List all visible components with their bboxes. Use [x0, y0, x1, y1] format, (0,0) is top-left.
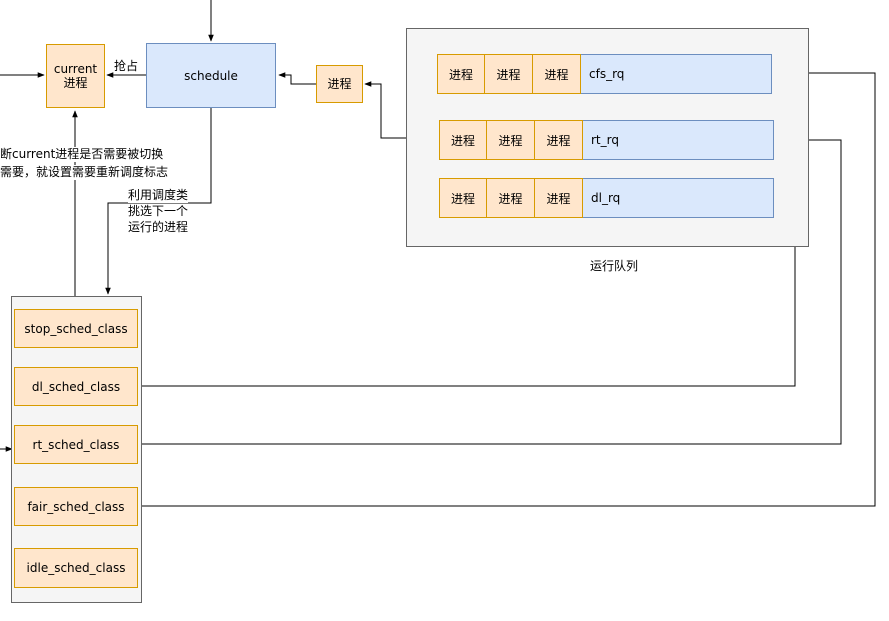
runqueue-process-cell: 进程	[535, 178, 583, 218]
runqueue-process-cell: 进程	[437, 54, 485, 94]
queued-process-label: 进程	[327, 77, 352, 91]
edge-runqueue-to-process	[364, 81, 406, 139]
sched-class-label: dl_sched_class	[31, 379, 121, 394]
runqueue-row-rt: 进程 进程 进程 rt_rq	[439, 120, 774, 160]
runqueue-name-rt: rt_rq	[583, 120, 774, 160]
runqueue-row-dl: 进程 进程 进程 dl_rq	[439, 178, 774, 218]
edge-label-check-line1: 断current进程是否需要被切换	[0, 147, 164, 162]
edge-fair-class-to-cfs-rq	[137, 70, 876, 507]
edge-label-select-line1: 利用调度类	[128, 188, 189, 203]
edge-label-select-line2: 挑选下一个	[128, 204, 189, 219]
runqueue-process-cell: 进程	[487, 120, 535, 160]
current-label-line1: current	[53, 62, 98, 76]
edge-process-to-schedule	[278, 72, 316, 85]
sched-class-label: stop_sched_class	[24, 321, 128, 336]
sched-class-fair: fair_sched_class	[14, 487, 138, 526]
current-label-line2: 进程	[63, 76, 88, 90]
sched-class-idle: idle_sched_class	[14, 548, 138, 588]
edge-label-pick: 抢占	[114, 59, 139, 74]
sched-class-dl: dl_sched_class	[14, 367, 138, 406]
edge-label-select-line3: 运行的进程	[128, 220, 189, 235]
runqueue-name-dl: dl_rq	[583, 178, 774, 218]
sched-class-label: fair_sched_class	[27, 499, 125, 514]
schedule-node: schedule	[146, 43, 276, 108]
sched-class-stop: stop_sched_class	[14, 309, 138, 348]
runqueue-process-cell: 进程	[439, 120, 487, 160]
schedule-label: schedule	[184, 68, 238, 83]
queued-process-node: 进程	[316, 65, 363, 103]
runqueue-name-cfs: cfs_rq	[581, 54, 772, 94]
edge-schedule-to-classes	[105, 108, 212, 295]
runqueue-process-cell: 进程	[535, 120, 583, 160]
sched-class-label: rt_sched_class	[32, 437, 120, 452]
runqueue-process-cell: 进程	[487, 178, 535, 218]
runqueue-row-cfs: 进程 进程 进程 cfs_rq	[437, 54, 772, 94]
runqueue-process-cell: 进程	[485, 54, 533, 94]
edge-label-check-line2: 需要，就设置需要重新调度标志	[0, 165, 169, 180]
runqueue-caption: 运行队列	[590, 259, 639, 273]
runqueue-process-cell: 进程	[439, 178, 487, 218]
runqueue-process-cell: 进程	[533, 54, 581, 94]
sched-class-label: idle_sched_class	[26, 561, 126, 575]
sched-class-rt: rt_sched_class	[14, 425, 138, 464]
current-process-node: current 进程	[46, 44, 105, 108]
